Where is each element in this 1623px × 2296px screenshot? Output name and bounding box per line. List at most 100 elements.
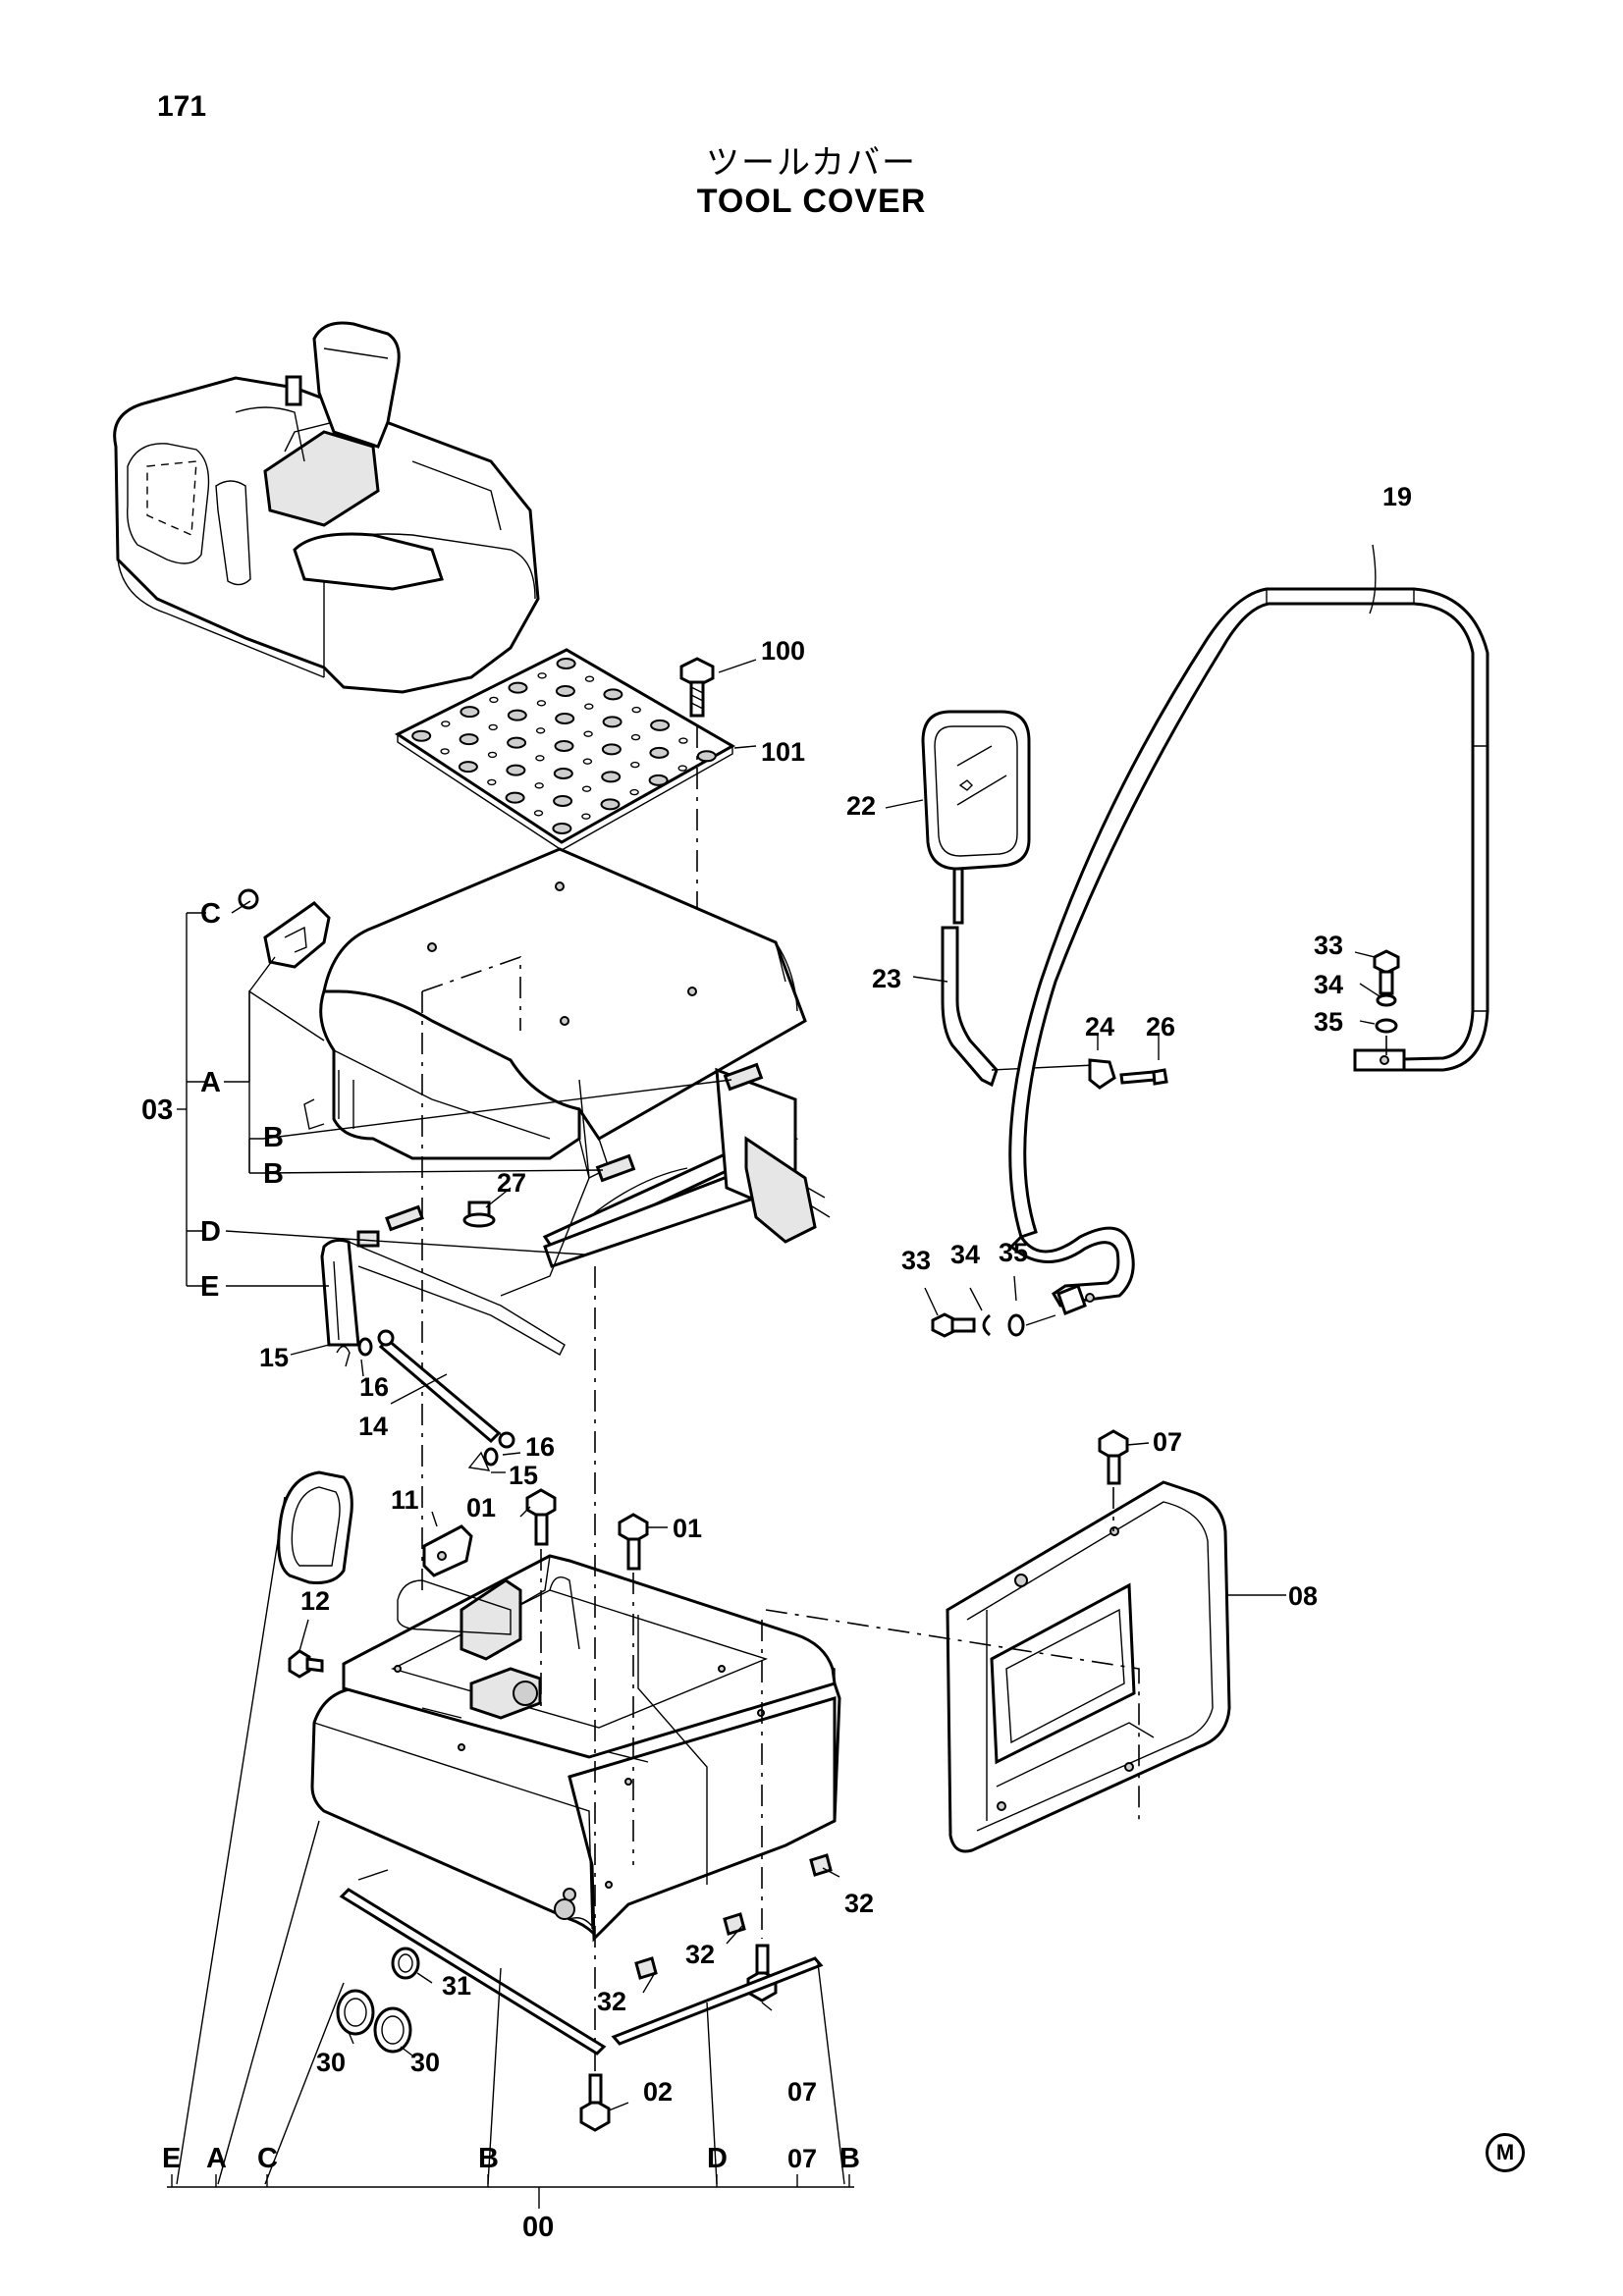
- group-03-item-e: E: [200, 1271, 219, 1303]
- handrail-19: [1008, 587, 1489, 1315]
- callout-07-lower: 07: [787, 2077, 817, 2107]
- plate-dimple: [630, 733, 641, 741]
- group-03-item-a: A: [200, 1067, 221, 1098]
- group-00-item-07: 07: [787, 2144, 817, 2173]
- plate-dimple: [534, 782, 544, 789]
- side-door-08: [946, 1480, 1231, 1853]
- plate-dimple: [696, 750, 717, 763]
- plate-dimple: [581, 813, 591, 820]
- plate-dimple: [553, 795, 573, 807]
- upper-cover-03: [238, 847, 807, 1590]
- plate-dimple: [583, 730, 593, 737]
- group-00-item-d: D: [707, 2143, 728, 2174]
- plate-dimple: [458, 761, 478, 774]
- callout-16-left: 16: [359, 1372, 389, 1402]
- callout-16-right: 16: [525, 1432, 555, 1462]
- group-00-code: 00: [522, 2212, 554, 2243]
- callout-15-left: 15: [259, 1343, 289, 1372]
- callout-12: 12: [300, 1586, 330, 1616]
- m-mark-symbol: M: [1486, 2133, 1525, 2172]
- plate-dimple: [630, 761, 640, 769]
- group-00-item-e: E: [162, 2143, 181, 2174]
- plate-dimple: [603, 688, 623, 701]
- callout-24: 24: [1085, 1012, 1114, 1041]
- plate-dimple: [411, 729, 432, 742]
- plate-dimple: [459, 733, 479, 746]
- plate-dimple: [555, 685, 575, 697]
- group-00-item-b1: B: [478, 2143, 499, 2174]
- plate-dimple: [460, 706, 480, 719]
- plate-dimple: [536, 700, 547, 707]
- plate-dimple: [631, 706, 641, 714]
- plate-dimple: [649, 746, 670, 759]
- callout-30-left: 30: [316, 2048, 346, 2077]
- mirror-assembly: [921, 710, 1168, 1090]
- plate-dimple: [582, 758, 593, 765]
- cover-rails-seals: [320, 1062, 831, 1471]
- plate-dimple: [489, 696, 499, 704]
- callout-34-lower: 34: [950, 1240, 980, 1269]
- callout-32-right: 32: [844, 1889, 874, 1918]
- callout-26: 26: [1146, 1012, 1175, 1041]
- plate-dimple: [487, 778, 497, 786]
- tool-box-00: [310, 1554, 841, 1943]
- callout-35-lower: 35: [999, 1238, 1028, 1267]
- group-03-item-c: C: [200, 898, 221, 930]
- group-03-item-d: D: [200, 1216, 221, 1248]
- plate-dimple: [505, 791, 525, 804]
- plate-dimple: [602, 716, 622, 728]
- callout-101: 101: [761, 737, 805, 767]
- machine-overview-illustration: [113, 321, 540, 694]
- group-03-item-b2: B: [263, 1158, 284, 1190]
- group-03-code: 03: [141, 1095, 173, 1126]
- plate-dimple: [584, 675, 595, 682]
- step-plate-101: [395, 648, 736, 851]
- plate-dimple: [537, 672, 547, 679]
- callout-02: 02: [643, 2077, 673, 2107]
- plate-dimple: [555, 713, 575, 724]
- plate-dimple: [507, 709, 527, 721]
- callout-35-upper: 35: [1314, 1007, 1343, 1037]
- plate-dimple: [487, 751, 498, 759]
- plate-dimple: [601, 743, 622, 756]
- callout-08: 08: [1288, 1581, 1318, 1611]
- plate-dimple: [650, 719, 671, 731]
- plate-dimple: [535, 727, 546, 734]
- plate-dimple: [553, 768, 573, 779]
- callout-30-right: 30: [410, 2048, 440, 2077]
- page-number: 171: [157, 90, 207, 123]
- callout-19: 19: [1382, 482, 1412, 511]
- callout-labels: 100 101 19 22 23 24 26 33 34 35 33 34 35…: [141, 482, 1412, 2243]
- fasteners-33-34-35-upper: [1373, 949, 1400, 1055]
- callout-07-upper: 07: [1153, 1427, 1182, 1457]
- group-00-item-b2: B: [839, 2143, 860, 2174]
- callout-15-right: 15: [509, 1461, 538, 1490]
- callout-33-lower: 33: [901, 1246, 931, 1275]
- plate-dimple: [648, 774, 669, 786]
- plate-dimple: [507, 736, 527, 749]
- leader-lines: [167, 544, 1380, 2209]
- grommets-and-strips: [336, 1853, 833, 2056]
- group-00-item-c: C: [257, 2143, 278, 2174]
- plate-dimple: [441, 721, 451, 727]
- group-03-item-b1: B: [263, 1122, 284, 1153]
- plate-dimple: [678, 737, 688, 744]
- title-japanese: ツールカバー: [706, 143, 917, 183]
- plate-dimple: [556, 658, 576, 669]
- plate-dimple: [554, 740, 574, 752]
- plate-dimple: [535, 755, 545, 762]
- callout-32-middle: 32: [685, 1940, 715, 1969]
- plate-dimple: [440, 748, 450, 755]
- callout-100: 100: [761, 636, 805, 666]
- callout-33-upper: 33: [1314, 931, 1343, 960]
- latch-11-and-seal: [277, 1470, 473, 1679]
- callout-11: 11: [391, 1485, 419, 1515]
- callout-34-upper: 34: [1314, 970, 1343, 999]
- plate-dimple: [533, 810, 544, 817]
- plate-dimple: [488, 723, 498, 731]
- plate-dimple: [508, 681, 528, 694]
- plate-dimple: [629, 788, 639, 796]
- plate-dimple: [581, 785, 592, 792]
- plate-dimple: [506, 764, 526, 776]
